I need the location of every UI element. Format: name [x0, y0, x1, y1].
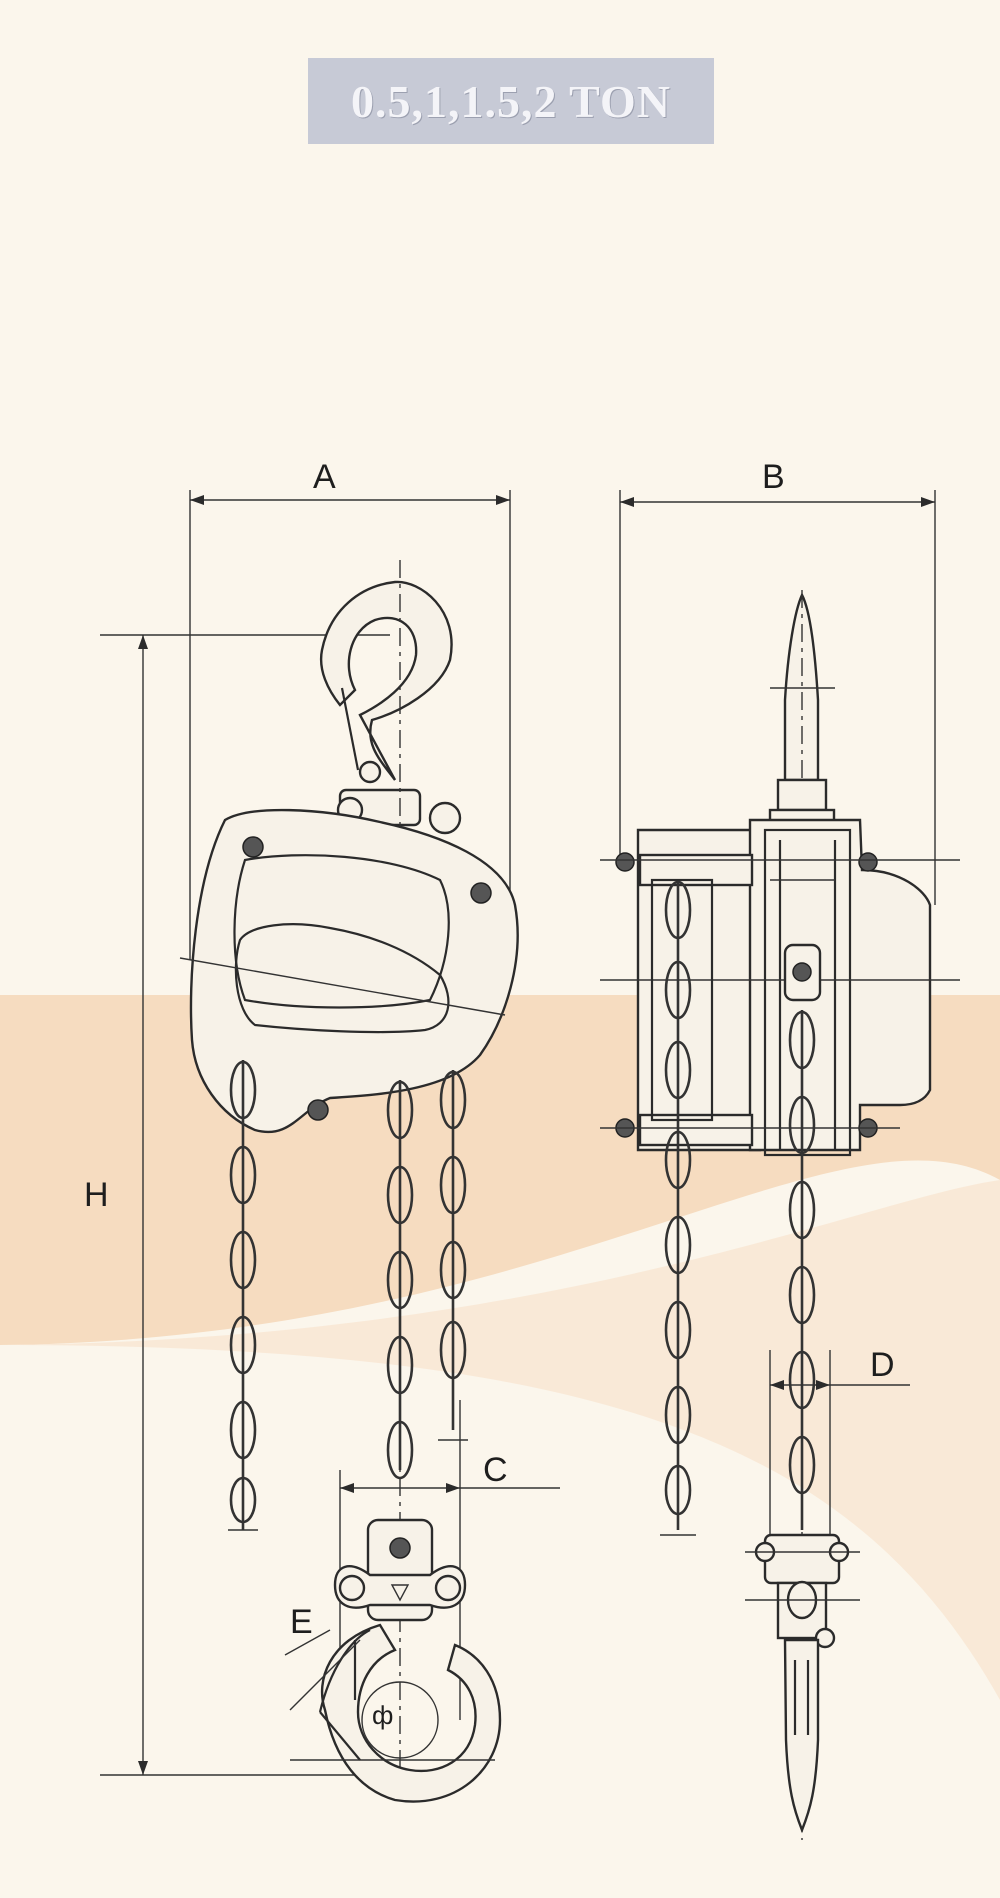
dimension-label-e: E — [290, 1603, 313, 1641]
dimension-label-a: A — [313, 458, 336, 496]
dimension-label-c: C — [483, 1451, 508, 1489]
front-view — [100, 490, 560, 1803]
side-view — [600, 490, 960, 1840]
dimension-label-d: D — [870, 1346, 895, 1384]
dimension-label-phi: ф — [372, 1700, 394, 1730]
side-load-chain — [788, 1010, 816, 1530]
title-banner: 0.5,1,1.5,2 TON — [308, 58, 714, 144]
dimension-label-b: B — [762, 458, 785, 496]
side-hand-chain — [650, 878, 714, 1536]
title: 0.5,1,1.5,2 TON — [350, 75, 672, 127]
hand-chain — [228, 1060, 414, 1531]
dimension-label-h: H — [84, 1176, 109, 1214]
load-chain — [438, 1070, 468, 1441]
